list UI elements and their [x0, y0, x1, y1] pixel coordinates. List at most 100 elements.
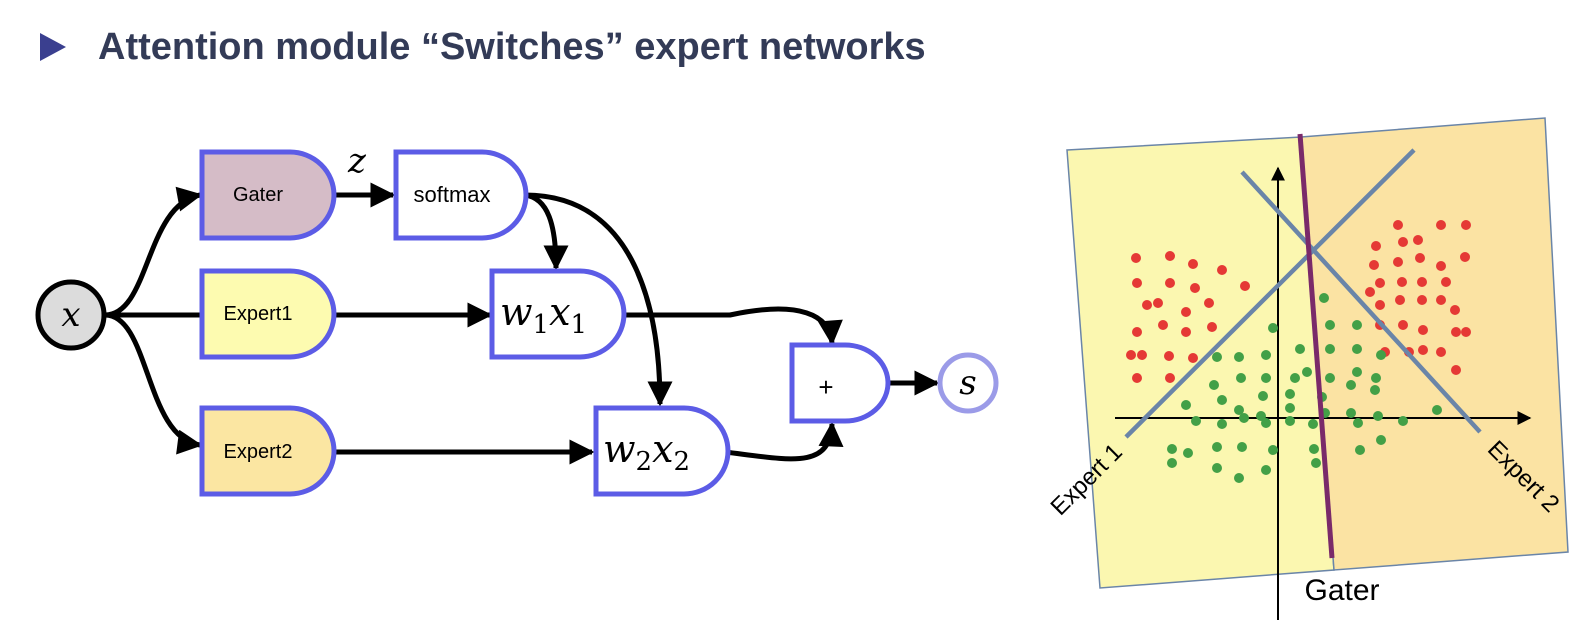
red-point [1436, 220, 1446, 230]
w2x2-label: w2x2 [603, 427, 690, 477]
data-points [1126, 220, 1471, 483]
x1-subscript: 1 [571, 310, 588, 340]
red-point [1188, 259, 1198, 269]
red-point [1217, 265, 1227, 275]
green-point [1183, 448, 1193, 458]
green-point [1209, 380, 1219, 390]
green-point [1237, 442, 1247, 452]
red-point [1375, 300, 1385, 310]
softmax-label: softmax [413, 182, 490, 207]
edge-x-gater [104, 186, 203, 318]
expert2-node: Expert2 [199, 405, 337, 497]
red-point [1395, 295, 1405, 305]
red-point [1207, 322, 1217, 332]
green-point [1181, 400, 1191, 410]
green-point [1234, 352, 1244, 362]
title-text: Attention module “Switches” expert netwo… [98, 25, 926, 68]
red-point [1158, 320, 1168, 330]
red-point [1126, 350, 1136, 360]
red-point [1397, 277, 1407, 287]
green-point [1167, 444, 1177, 454]
green-point [1261, 373, 1271, 383]
red-point [1417, 295, 1427, 305]
red-point [1165, 278, 1175, 288]
w2-symbol: w [603, 427, 636, 471]
expert1-boundary-line [1124, 148, 1416, 439]
red-point [1398, 320, 1408, 330]
edge-w2x2-plus [724, 421, 844, 462]
z-label: z [347, 141, 367, 181]
sum-node: + [789, 342, 891, 424]
green-point [1376, 350, 1386, 360]
red-point [1132, 373, 1142, 383]
red-point [1451, 365, 1461, 375]
green-point [1295, 344, 1305, 354]
red-point [1417, 277, 1427, 287]
green-point [1352, 367, 1362, 377]
red-point [1181, 307, 1191, 317]
red-point [1393, 257, 1403, 267]
softmax-node: softmax [393, 149, 529, 241]
red-point [1451, 327, 1461, 337]
plus-label: + [818, 372, 833, 402]
green-point [1373, 411, 1383, 421]
edge-w1x1-plus [622, 306, 843, 346]
green-point [1376, 435, 1386, 445]
red-point [1393, 220, 1403, 230]
red-point [1450, 305, 1460, 315]
green-point [1212, 352, 1222, 362]
red-point [1436, 295, 1446, 305]
green-point [1355, 445, 1365, 455]
red-point [1436, 261, 1446, 271]
input-node: x [35, 279, 107, 351]
red-point [1371, 241, 1381, 251]
red-point [1164, 351, 1174, 361]
expert2-label: Expert2 [224, 441, 293, 463]
green-point [1217, 419, 1227, 429]
w1-subscript: 1 [533, 310, 550, 340]
input-label: x [61, 295, 80, 335]
w1x1-node: w1x1 [489, 268, 627, 360]
edge-softmax-w1x1 [524, 192, 569, 271]
red-point [1165, 251, 1175, 261]
expert2-boundary-line [1240, 170, 1482, 434]
red-point [1413, 235, 1423, 245]
red-point [1165, 373, 1175, 383]
red-point [1461, 327, 1471, 337]
green-point [1268, 445, 1278, 455]
green-point [1261, 418, 1271, 428]
green-point [1258, 391, 1268, 401]
red-point [1418, 345, 1428, 355]
expert-illustration: Expert 1 Expert 2 Gater [1046, 117, 1569, 620]
green-point [1256, 411, 1266, 421]
red-point [1181, 327, 1191, 337]
green-point [1217, 395, 1227, 405]
gater-label: Gater [233, 184, 283, 206]
green-point [1370, 385, 1380, 395]
green-point [1325, 320, 1335, 330]
edge-x-expert2 [104, 312, 203, 455]
green-point [1325, 344, 1335, 354]
red-point [1369, 260, 1379, 270]
green-point [1371, 373, 1381, 383]
expert1-label: Expert1 [224, 303, 293, 325]
red-point [1436, 347, 1446, 357]
green-point [1268, 323, 1278, 333]
green-point [1212, 463, 1222, 473]
edge-softmax-w2x2 [524, 192, 673, 407]
green-point [1261, 350, 1271, 360]
green-point [1239, 413, 1249, 423]
edges [104, 182, 940, 465]
gater-boundary-line [1297, 133, 1335, 559]
w2x2-node: w2x2 [593, 405, 731, 497]
output-node: s [937, 352, 999, 414]
red-point [1398, 237, 1408, 247]
x2-symbol: x [652, 427, 673, 471]
green-point [1285, 416, 1295, 426]
red-point [1190, 283, 1200, 293]
red-point [1441, 277, 1451, 287]
gater-node: Gater [199, 149, 337, 241]
green-point [1325, 373, 1335, 383]
